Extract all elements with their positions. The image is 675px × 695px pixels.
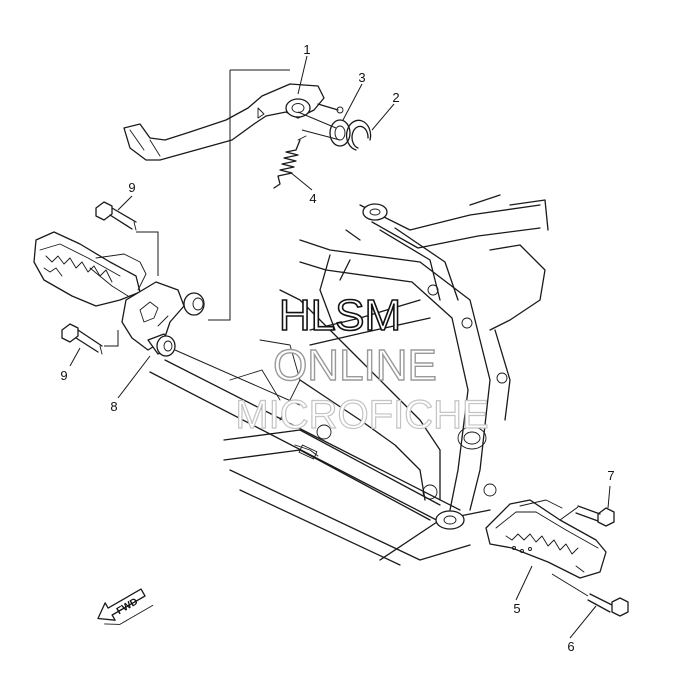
callout-6: 6 xyxy=(567,639,574,654)
fwd-label: FWD xyxy=(115,596,140,617)
washer xyxy=(329,119,351,147)
watermark-line2: ONLINE xyxy=(273,341,437,390)
bolt-lower xyxy=(61,323,103,355)
watermark: HLSM ONLINE MICROFICHE xyxy=(235,290,490,437)
callout-9-lower: 9 xyxy=(60,368,67,383)
callout-labels: 1 2 3 4 5 6 7 8 9 9 xyxy=(60,42,614,654)
callout-8: 8 xyxy=(110,399,117,414)
return-spring xyxy=(273,135,307,189)
bolt-upper xyxy=(95,201,137,231)
leader-lines xyxy=(69,55,611,639)
footrest-bracket-left xyxy=(33,231,205,357)
fwd-arrow-icon: FWD xyxy=(97,588,154,625)
callout-2: 2 xyxy=(392,90,399,105)
bolt-7 xyxy=(575,505,615,527)
callout-4: 4 xyxy=(309,191,316,206)
brake-pedal xyxy=(123,83,344,161)
callout-1: 1 xyxy=(303,42,310,57)
circlip xyxy=(345,119,372,151)
bolt-6 xyxy=(587,593,629,617)
frame-assembly xyxy=(149,194,549,566)
callout-5: 5 xyxy=(513,601,520,616)
assembly-guide-lines xyxy=(104,69,589,597)
watermark-line1: HLSM xyxy=(279,291,401,340)
callout-3: 3 xyxy=(358,70,365,85)
watermark-line3: MICROFICHE xyxy=(235,393,488,437)
footrest-right xyxy=(485,499,607,579)
callout-7: 7 xyxy=(607,468,614,483)
callout-9-upper: 9 xyxy=(128,180,135,195)
